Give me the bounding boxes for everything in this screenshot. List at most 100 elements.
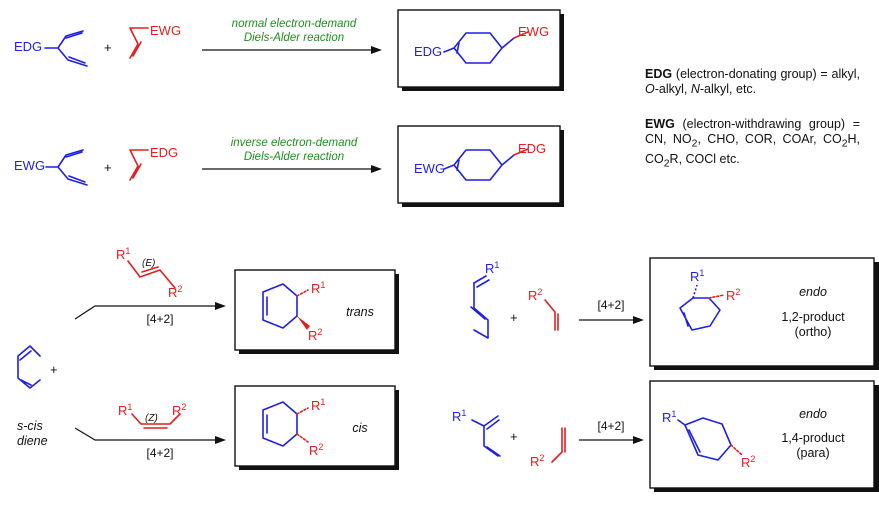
row1-dienophile-structure (129, 27, 149, 59)
e-descriptor: (E) (142, 258, 155, 269)
ortho-dienophile-r2: R2 (528, 287, 542, 303)
ortho-product-r2: R2 (726, 287, 740, 303)
row1-arrow-label-1: normal electron-demand (232, 18, 357, 30)
ewg-definition-text: (electron-withdrawing group) = CN, NO (645, 117, 860, 146)
row2-product-ring (443, 149, 515, 181)
scis-plus: + (50, 362, 58, 377)
ortho-diene-structure (470, 282, 489, 339)
branch-line-top (74, 305, 218, 320)
ewg-rest-text-1: , CHO, COR, COAr, CO (697, 132, 842, 146)
ortho-endo: endo (799, 285, 827, 299)
row2-product-box (397, 125, 561, 204)
ortho-arrowhead (633, 316, 644, 324)
row1-plus: + (104, 40, 112, 55)
row1-diene-structure (44, 30, 88, 67)
row1-dienophile-ewg-label: EWG (150, 23, 181, 38)
cis-r1-label: R1 (311, 397, 325, 413)
scis-label-2: diene (17, 434, 48, 448)
row2-dienophile-structure (129, 149, 149, 181)
ewg-term: EWG (645, 117, 675, 131)
para-plus: + (510, 429, 518, 444)
regio-ortho: R1 + R2 [4+2] R1 R2 endo 1,2-product (or… (470, 257, 879, 370)
trans-r2-label: R2 (308, 327, 322, 343)
z-alkene-structure (131, 413, 181, 429)
edg-n-italic: N (690, 82, 700, 96)
cis-label: cis (352, 421, 367, 435)
cond-top: [4+2] (146, 312, 173, 326)
row1-diene-edg-label: EDG (14, 39, 42, 54)
scis-label-1: s-cis (17, 419, 43, 433)
row1-product-ewg-bond (513, 31, 529, 39)
row1-arrowhead (371, 46, 382, 54)
row2-product-edg-bond (513, 148, 529, 156)
ortho-diene-top (473, 275, 490, 288)
cis-box (234, 385, 396, 467)
row1-product-ring (443, 32, 515, 64)
trans-label: trans (346, 305, 374, 319)
z-r1-label: R1 (118, 402, 132, 418)
cis-r1-bond (296, 407, 309, 415)
cis-product: R1 R2 cis (234, 385, 399, 470)
z-dienophile: R1 (Z) R2 [4+2] (118, 402, 186, 460)
para-arrowhead (633, 436, 644, 444)
row1-product-edg-label: EDG (414, 44, 442, 59)
branch-arrowhead-top (215, 302, 226, 310)
trans-r2-wedge (297, 316, 310, 330)
edg-definition: EDG (electron-donating group) = alkyl, O… (645, 67, 860, 97)
ortho-plus: + (510, 310, 518, 325)
trans-box (234, 269, 396, 351)
z-r2-label: R2 (172, 402, 186, 418)
ortho-box (649, 257, 875, 367)
para-product-r2-bond (730, 444, 743, 456)
cis-r2-bond (296, 433, 309, 443)
e-r1-label: R1 (116, 246, 130, 262)
row2-dienophile-edg-label: EDG (150, 145, 178, 160)
branch-arrowhead-bottom (215, 436, 226, 444)
ewg-no2-subscript: 2 (691, 138, 698, 150)
trans-r1-label: R1 (311, 280, 325, 296)
ortho-cond: [4+2] (597, 298, 624, 312)
ewg-rest-text-3: R, COCl etc. (669, 151, 740, 166)
e-alkene-structure (127, 260, 176, 289)
e-dienophile: R1 (E) R2 [4+2] (116, 246, 182, 326)
trans-product: R1 R2 trans (234, 269, 399, 354)
trans-r1-bond (296, 289, 309, 297)
ewg-definition: EWG (electron-withdrawing group) = CN, N… (645, 117, 860, 171)
para-product-r2: R2 (741, 454, 755, 470)
row2-inverse-demand: EWG + EDG inverse electron-demand Diels-… (14, 125, 564, 207)
para-product-line2: (para) (796, 446, 829, 460)
regio-para: R1 + R2 [4+2] R1 R2 endo 1,4-product (pa… (452, 380, 879, 492)
ewg-rest-text-2: H, CO (645, 132, 860, 166)
para-cond: [4+2] (597, 419, 624, 433)
ewg-co2h-subscript: 2 (841, 138, 848, 150)
para-box (649, 380, 875, 489)
para-product-line1: 1,4-product (781, 431, 845, 445)
para-dienophile-r2: R2 (530, 453, 544, 469)
ortho-product-line1: 1,2-product (781, 310, 845, 324)
row1-normal-demand: EDG + EWG normal electron-demand Diels-A… (14, 9, 564, 91)
z-descriptor: (Z) (145, 413, 158, 424)
row2-diene-structure (45, 149, 88, 186)
para-product-r1: R1 (662, 409, 676, 425)
ortho-product-r1: R1 (690, 268, 704, 284)
edg-mid-text: -alkyl, (654, 82, 691, 96)
edg-term: EDG (645, 67, 673, 81)
ortho-diene-r1: R1 (485, 260, 499, 276)
para-diene-r1: R1 (452, 408, 466, 424)
edg-end-text: -alkyl, etc. (699, 82, 757, 96)
cis-r2-label: R2 (309, 442, 323, 458)
ortho-dienophile-structure (544, 299, 559, 331)
row2-product-edg-label: EDG (518, 141, 546, 156)
scis-diene-structure (17, 345, 41, 389)
branch-line-bottom (74, 427, 218, 441)
para-diene-structure (471, 415, 501, 457)
ortho-product-line2: (ortho) (795, 325, 832, 339)
row2-plus: + (104, 160, 112, 175)
row2-product-ewg-label: EWG (414, 161, 445, 176)
ortho-product-r2-bond (708, 294, 725, 299)
ewg-co2r-subscript: 2 (663, 158, 670, 169)
para-endo: endo (799, 407, 827, 421)
para-dienophile-structure (551, 427, 566, 463)
row2-arrow-label-2: Diels-Alder reaction (244, 151, 344, 163)
